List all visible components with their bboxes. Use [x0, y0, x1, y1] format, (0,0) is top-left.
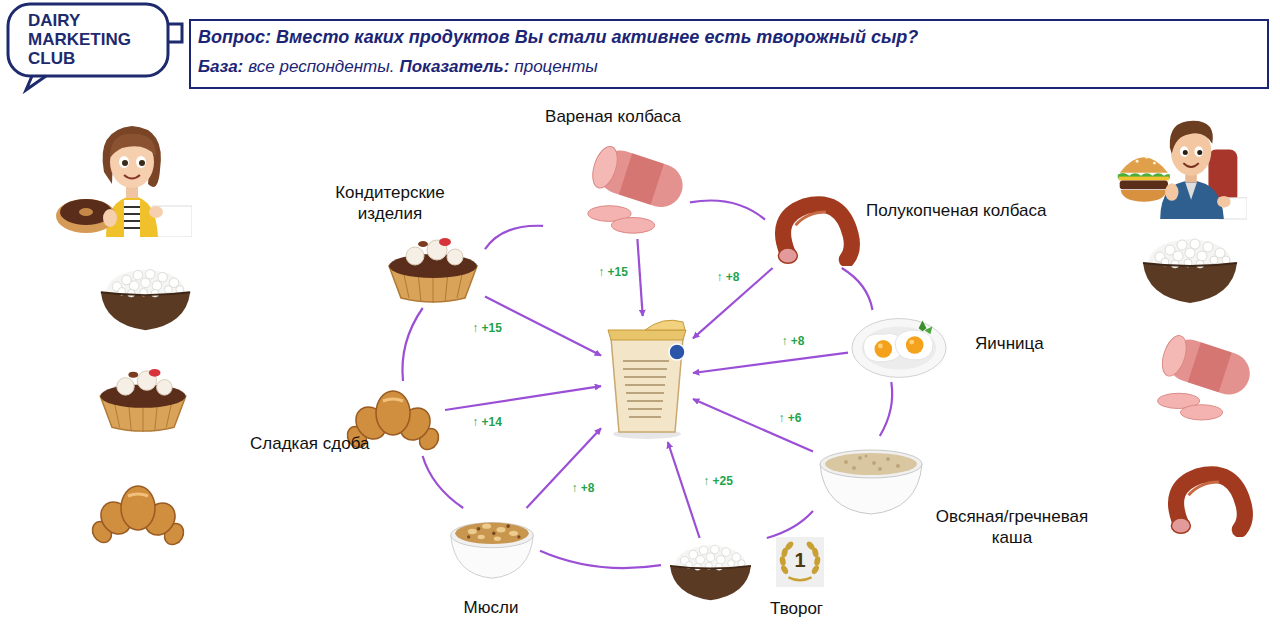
- node-label: Творог: [770, 598, 823, 619]
- flow-arrow: [527, 428, 602, 508]
- node-label: Мюсли: [464, 597, 519, 618]
- metric-label: Показатель:: [399, 57, 509, 76]
- croissant-icon: [89, 486, 188, 548]
- semi-smoked-icon: [1171, 474, 1244, 533]
- eggs-picture: [852, 319, 946, 378]
- tart-picture: [389, 238, 477, 303]
- medal-icon: [776, 537, 824, 587]
- flow-arrow: [637, 239, 642, 316]
- muesli-picture: [451, 523, 534, 579]
- flow-arrow: [693, 353, 848, 373]
- cheese-cup-picture: [608, 320, 686, 439]
- rank-number: 1: [794, 549, 805, 571]
- ring-line: [423, 456, 464, 508]
- food-node: Полукопченая колбаса: [765, 194, 1048, 268]
- sausage-icon: [1158, 333, 1256, 420]
- tart-icon: [100, 369, 186, 432]
- food-node: Кондитерские изделия: [313, 180, 485, 308]
- logo-text: DAIRY MARKETING CLUB: [28, 11, 153, 68]
- ring-line: [880, 382, 892, 436]
- flow-arrow: [668, 442, 700, 538]
- illustration-part: [8, 4, 168, 76]
- food-node: Яичница: [848, 310, 1046, 382]
- node-label: Полукопченая колбаса: [866, 200, 1046, 221]
- flow-arrow: [693, 399, 813, 452]
- food-node: [601, 316, 693, 442]
- base-label: База:: [198, 57, 243, 76]
- change-label: ↑ +15: [471, 321, 503, 335]
- change-label: ↑ +14: [471, 415, 503, 429]
- node-label: Кондитерские изделия: [315, 182, 465, 224]
- change-label: ↑ +25: [702, 474, 734, 488]
- ring-line: [402, 308, 422, 381]
- illustration-part: [168, 24, 182, 42]
- base-value: все респонденты.: [248, 57, 394, 76]
- node-label: Вареная колбаса: [545, 106, 681, 127]
- food-node: Вареная колбаса: [543, 104, 690, 239]
- ring-line: [842, 268, 873, 310]
- flow-arrow: [445, 386, 601, 410]
- food-node: Сладкая сдоба: [248, 381, 445, 456]
- chart-title: Вопрос: Вместо каких продуктов Вы стали …: [198, 27, 918, 48]
- title-frame: [190, 20, 1268, 88]
- ring-line: [485, 226, 543, 249]
- boiled-sausage-picture: [588, 143, 688, 233]
- semi-smoked-picture: [778, 204, 851, 263]
- ring-line: [767, 511, 813, 538]
- tvorog-picture: [670, 545, 751, 600]
- node-label: Яичница: [975, 333, 1044, 354]
- ring-line: [690, 201, 765, 220]
- porridge-picture: [820, 450, 922, 514]
- tvorog-icon: [1143, 239, 1237, 303]
- change-label: ↑ +6: [777, 411, 802, 425]
- change-label: ↑ +15: [597, 265, 629, 279]
- ring-line: [540, 551, 661, 568]
- food-node: Мюсли: [444, 508, 540, 620]
- node-label: Сладкая сдоба: [250, 433, 369, 454]
- node-label: Овсяная/гречневая каша: [925, 506, 1100, 548]
- tvorog-icon: [101, 270, 190, 331]
- man-figure: [1118, 121, 1247, 219]
- flow-arrow: [693, 268, 773, 338]
- food-node: Творог: [661, 538, 825, 621]
- change-label: ↑ +8: [780, 334, 805, 348]
- change-label: ↑ +8: [570, 481, 595, 495]
- metric-value: проценты: [514, 57, 597, 76]
- illustration-part: [26, 76, 46, 90]
- logo-outline: [8, 4, 182, 90]
- food-node: Овсяная/гречневая каша: [813, 436, 1102, 550]
- subtitle-line: База: все респонденты. Показатель: проценты: [198, 57, 598, 77]
- woman-figure: [56, 126, 192, 237]
- change-label: ↑ +8: [715, 270, 740, 284]
